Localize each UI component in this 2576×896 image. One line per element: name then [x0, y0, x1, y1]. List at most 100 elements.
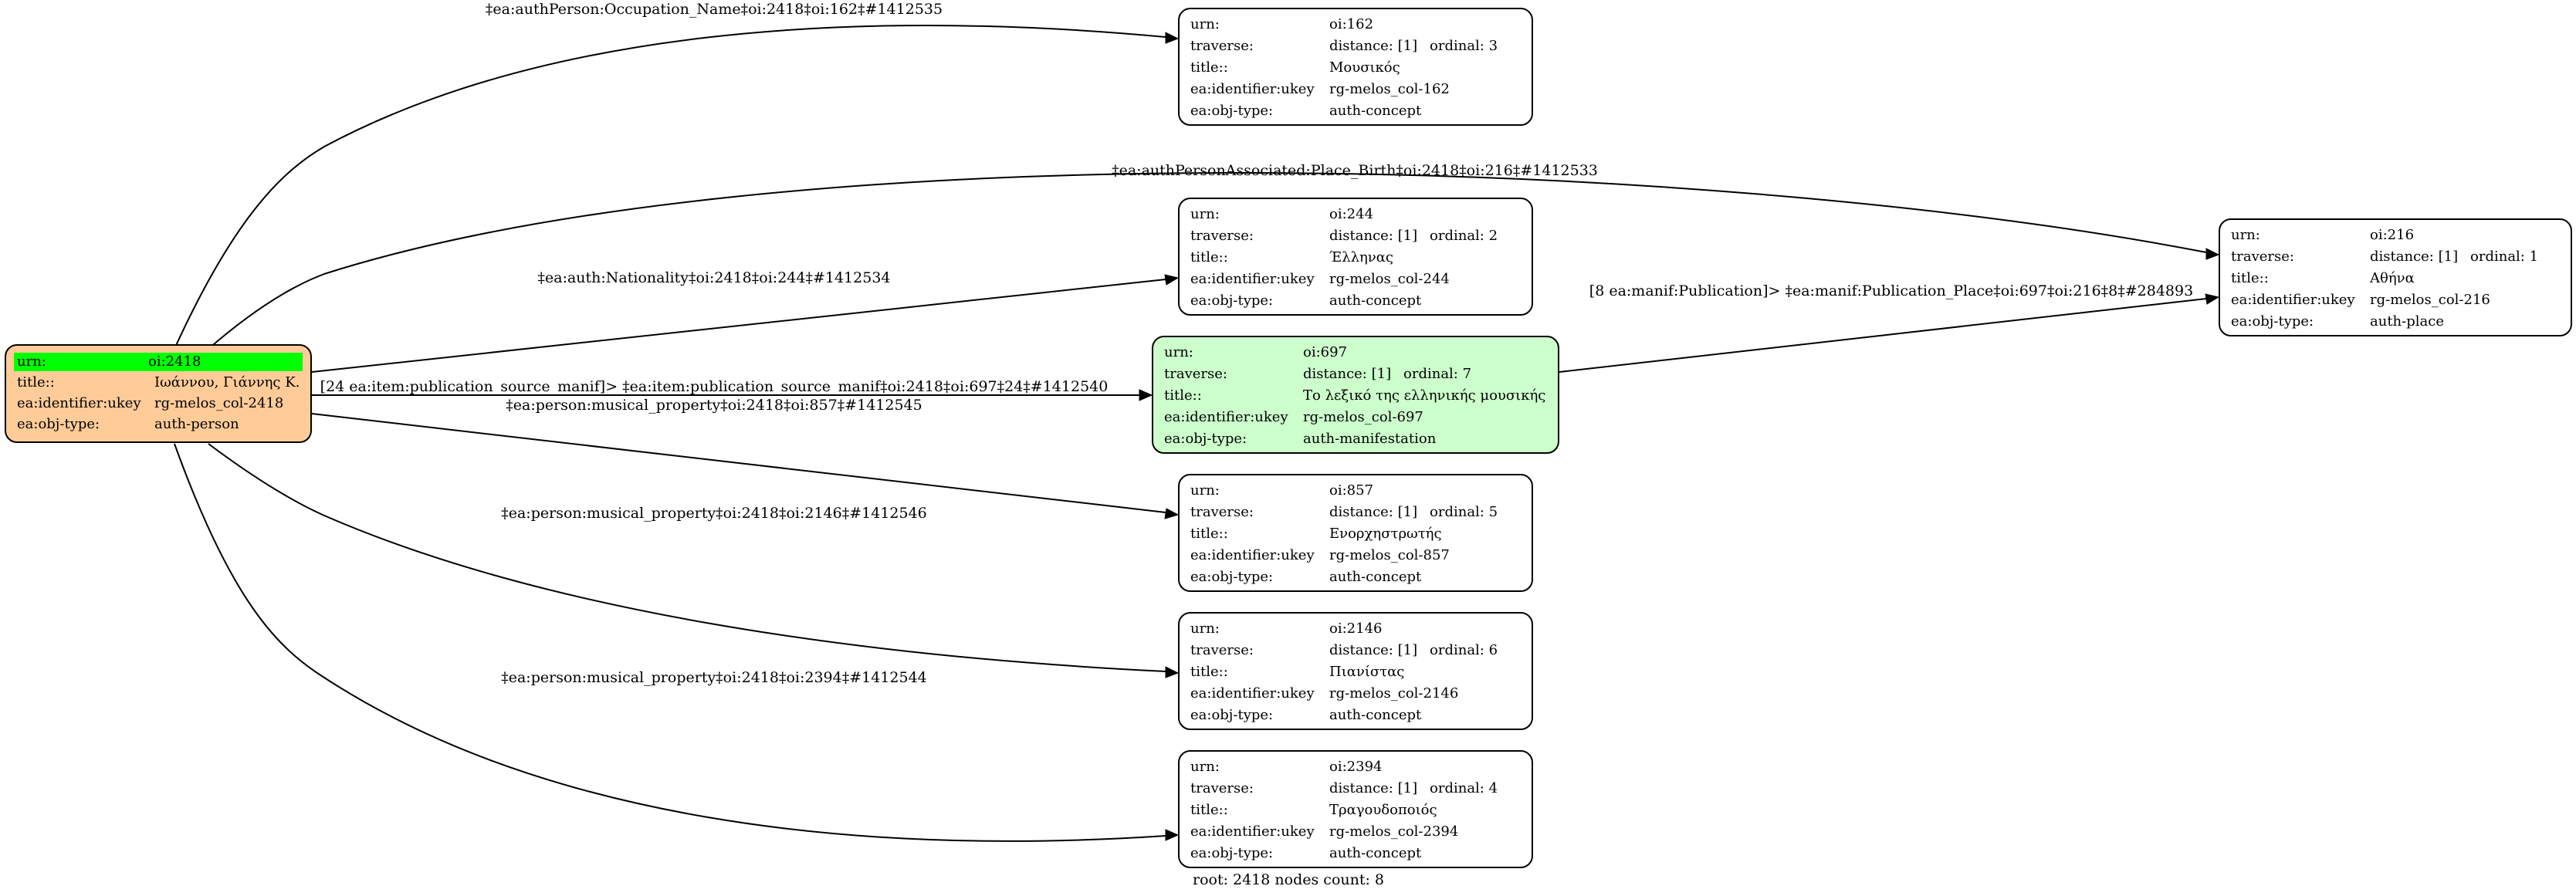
field-label: urn:	[17, 353, 46, 370]
field-label: urn:	[1164, 344, 1193, 360]
node-oi-216[interactable]: urn: oi:216 traverse: distance: [1] ordinal…	[2219, 218, 2572, 336]
edge-label-musical-857: ‡ea:person:musical_property‡oi:2418‡oi:8…	[506, 397, 922, 414]
edge-label-musical-2394: ‡ea:person:musical_property‡oi:2418‡oi:2…	[501, 669, 927, 686]
field-ordinal: ordinal: 2	[1430, 228, 1498, 244]
node-root-oi-2418[interactable]: urn: oi:2418 title:: Ιωάννου, Γιάννης Κ.…	[5, 344, 312, 443]
field-label: urn:	[2231, 227, 2260, 243]
field-value: distance: [1]	[1329, 642, 1418, 658]
field-ordinal: ordinal: 7	[1403, 366, 1472, 382]
field-value: Πιανίστας	[1329, 664, 1405, 680]
edge-musical-2146	[208, 443, 1166, 672]
field-label: urn:	[1190, 620, 1220, 637]
field-label: title::	[1190, 526, 1228, 542]
node-oi-244[interactable]: urn:oi:244 traverse:distance: [1]ordinal…	[1178, 198, 1533, 316]
field-label: traverse:	[1190, 642, 1254, 658]
node-oi-2146[interactable]: urn: oi:2146 traverse: distance: [1] ordina…	[1178, 612, 1533, 730]
node-field-type: ea:obj-type:auth-concept	[1190, 844, 1524, 863]
edge-musical-2394	[174, 443, 1166, 842]
field-label: ea:obj-type:	[2231, 313, 2314, 330]
field-label: title::	[1190, 802, 1228, 818]
node-field-traverse: traverse:distance: [1]ordinal: 5	[1190, 503, 1524, 522]
field-value: rg-melos_col-2418	[154, 395, 284, 411]
node-field-title: title::Πιανίστας	[1190, 663, 1524, 681]
edge-musical-2146-arrowhead	[1165, 666, 1180, 678]
field-label: ea:identifier:ukey	[2231, 292, 2355, 308]
field-value: Ενορχηστρωτής	[1329, 526, 1442, 542]
node-field-traverse: traverse: distance: [1] ordinal: 6	[1190, 641, 1524, 660]
node-field-type: ea:obj-type: auth-manifestation	[1164, 430, 1550, 448]
field-label: ea:obj-type:	[1164, 431, 1247, 447]
field-label: ea:identifier:ukey	[17, 395, 141, 411]
field-value: rg-melos_col-2146	[1329, 685, 1459, 702]
node-field-title: title:: Ιωάννου, Γιάννης Κ.	[17, 374, 303, 392]
field-value: Μουσικός	[1329, 59, 1400, 76]
edge-musical-857	[311, 413, 1166, 513]
graph-footer: root: 2418 nodes count: 8	[1193, 871, 1385, 888]
edge-label-musical-2146: ‡ea:person:musical_property‡oi:2418‡oi:2…	[501, 505, 927, 522]
field-value: oi:244	[1329, 206, 1374, 222]
node-field-title: title::Ενορχηστρωτής	[1190, 525, 1524, 543]
field-label: title::	[1190, 664, 1228, 680]
node-field-type: ea:obj-type: auth-place	[2231, 313, 2563, 331]
edge-musical-857-arrowhead	[1164, 508, 1180, 519]
field-value: rg-melos_col-216	[2370, 292, 2490, 308]
field-label: ea:obj-type:	[1190, 707, 1274, 723]
edge-occupation-arrowhead	[1165, 32, 1180, 44]
field-value: auth-concept	[1329, 292, 1422, 309]
field-label: urn:	[1190, 482, 1220, 499]
node-oi-162[interactable]: urn:oi:162 traverse:distance: [1]ordinal…	[1178, 8, 1533, 126]
field-value: oi:697	[1303, 344, 1348, 360]
node-field-traverse: traverse:distance: [1]ordinal: 3	[1190, 37, 1524, 56]
node-field-type: ea:obj-type: auth-concept	[1190, 706, 1524, 725]
node-field-urn: urn:oi:857	[1190, 482, 1524, 500]
field-value: auth-place	[2370, 313, 2444, 330]
node-field-ukey: ea:identifier:ukey rg-melos_col-162	[1190, 80, 1524, 99]
field-ordinal: ordinal: 1	[2470, 249, 2539, 265]
field-value: oi:162	[1329, 16, 1374, 32]
field-value: oi:216	[2370, 227, 2415, 243]
field-ordinal: ordinal: 3	[1430, 38, 1498, 54]
field-ordinal: ordinal: 6	[1430, 642, 1498, 658]
edge-birth-place	[208, 172, 2207, 350]
edge-label-publication-source: [24 ea:item:publication_source_manif]> ‡…	[320, 378, 1109, 395]
node-field-ukey: ea:identifier:ukey rg-melos_col-2418	[17, 394, 303, 413]
field-value: Αθήνα	[2370, 270, 2415, 286]
field-value: auth-concept	[1329, 707, 1422, 723]
node-field-traverse: traverse:distance: [1]ordinal: 2	[1190, 227, 1524, 245]
edge-occupation	[174, 25, 1166, 350]
field-label: traverse:	[2231, 249, 2294, 265]
field-value: distance: [1]	[2370, 249, 2459, 265]
node-field-urn: urn: oi:216	[2231, 226, 2563, 245]
field-label: ea:identifier:ukey	[1190, 823, 1315, 840]
edge-publication-place	[1559, 298, 2207, 373]
node-field-urn: urn:oi:2394	[1190, 758, 1524, 776]
field-label: ea:identifier:ukey	[1190, 81, 1315, 97]
field-value: auth-concept	[1329, 103, 1422, 119]
field-ordinal: ordinal: 5	[1430, 504, 1498, 520]
node-field-title: title::Το λεξικό της ελληνικής μουσικής	[1164, 387, 1550, 405]
edge-nationality	[311, 279, 1166, 373]
field-label: traverse:	[1190, 780, 1254, 796]
field-value: oi:2146	[1329, 620, 1383, 637]
node-field-urn: urn:oi:244	[1190, 205, 1524, 224]
field-label: ea:obj-type:	[17, 416, 100, 432]
field-value: rg-melos_col-162	[1329, 81, 1450, 97]
field-value: Τραγουδοποιός	[1329, 802, 1437, 818]
node-oi-2394[interactable]: urn:oi:2394 traverse:distance: [1]ordina…	[1178, 750, 1533, 868]
field-value: distance: [1]	[1329, 504, 1418, 520]
field-value: distance: [1]	[1329, 228, 1418, 244]
edge-publication-source-arrowhead	[1139, 389, 1153, 401]
edge-musical-2394-arrowhead	[1165, 829, 1180, 841]
node-oi-857[interactable]: urn:oi:857 traverse:distance: [1]ordinal…	[1178, 474, 1533, 592]
field-value: auth-manifestation	[1303, 431, 1437, 447]
node-field-title: title::Τραγουδοποιός	[1190, 801, 1524, 820]
node-field-urn: urn: oi:697	[1164, 343, 1550, 362]
node-field-type: ea:obj-type:auth-concept	[1190, 292, 1524, 310]
field-label: traverse:	[1190, 38, 1254, 54]
node-field-type: ea:obj-type:auth-concept	[1190, 568, 1524, 587]
node-oi-697[interactable]: urn:oi:697 traverse:distance: [1]ordinal…	[1152, 336, 1559, 454]
field-label: title::	[1164, 387, 1202, 404]
